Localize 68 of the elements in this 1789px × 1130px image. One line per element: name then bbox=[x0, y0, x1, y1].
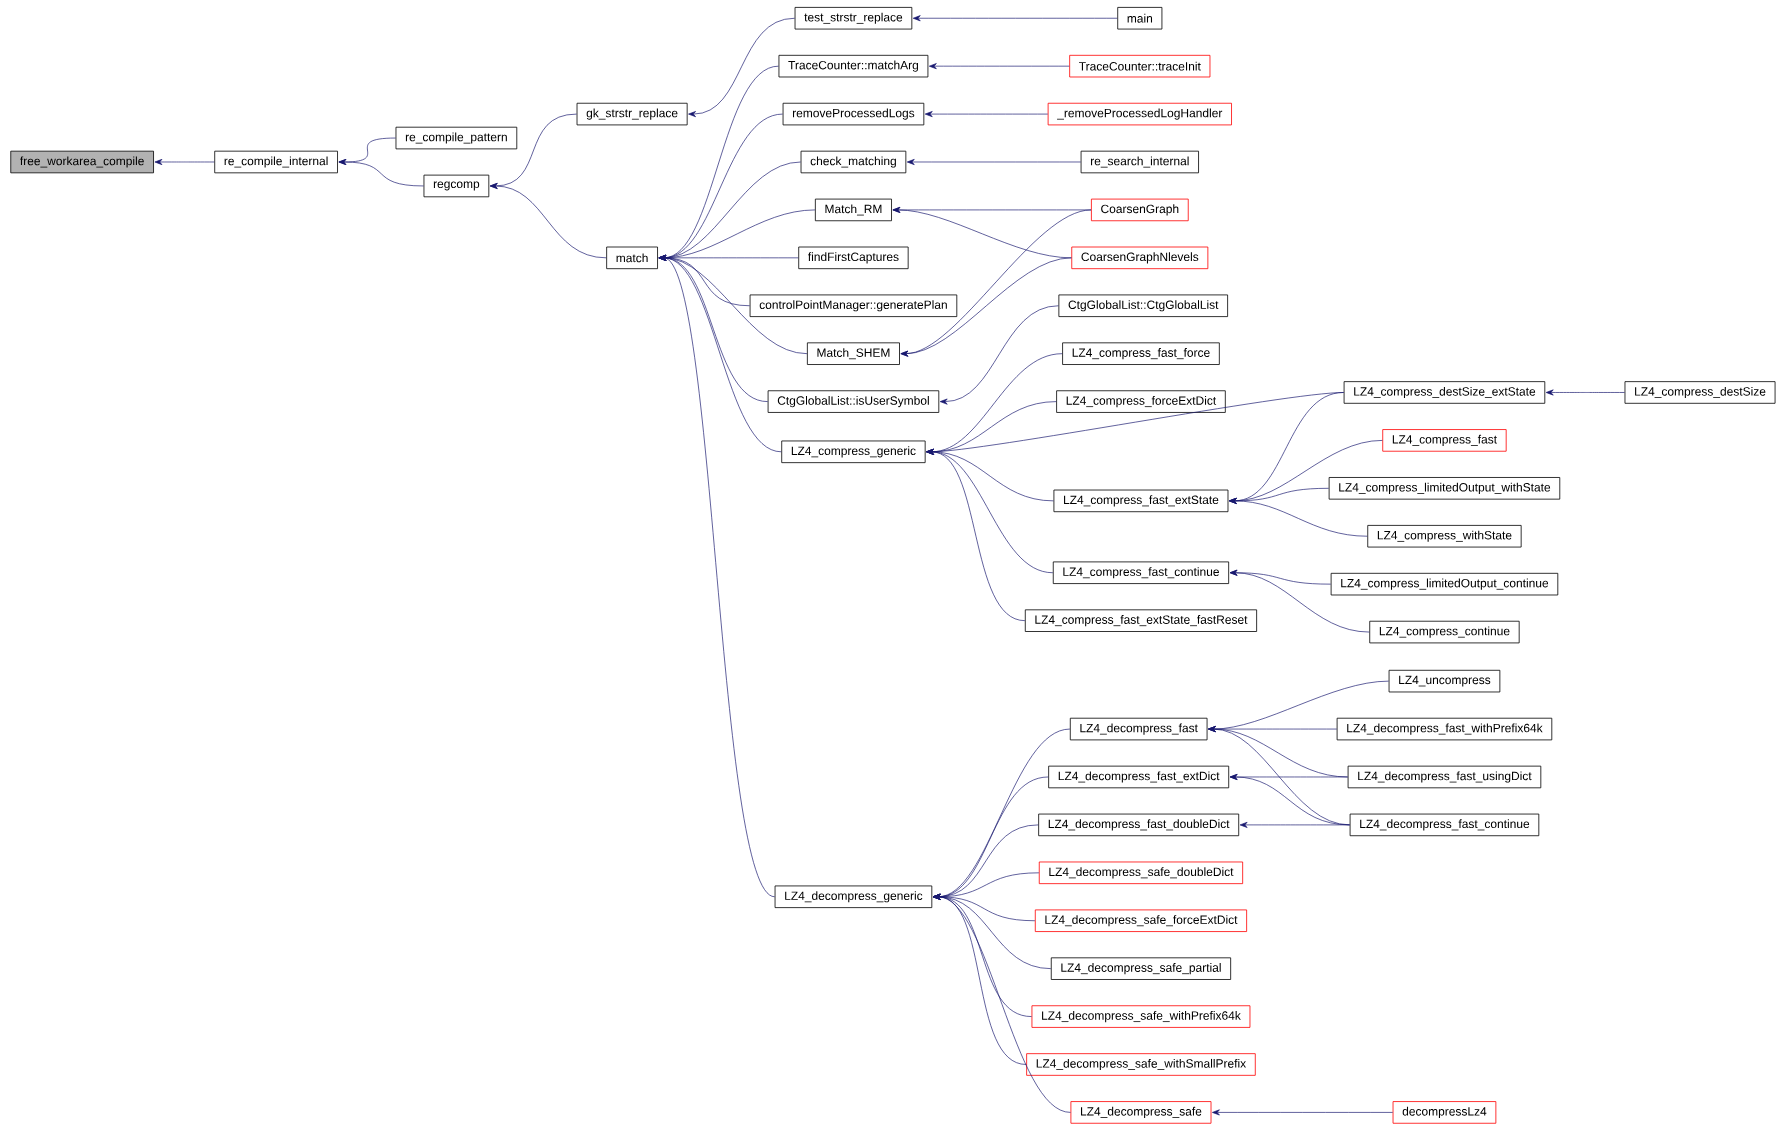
function-box: LZ4_decompress_safe_forceExtDict bbox=[1034, 909, 1248, 933]
arrow bbox=[926, 449, 1026, 622]
function-box: LZ4_uncompress bbox=[1388, 670, 1501, 693]
function-box: LZ4_compress_destSize_extState bbox=[1343, 381, 1546, 404]
function-box: LZ4_compress_limitedOutput_continue bbox=[1330, 573, 1559, 596]
function-box: free_workarea_compile bbox=[10, 151, 154, 174]
function-box: LZ4_decompress_fast_continue bbox=[1349, 813, 1540, 837]
function-box: match bbox=[606, 246, 658, 270]
function-box: re_compile_internal bbox=[214, 151, 338, 174]
function-box: LZ4_decompress_fast_withPrefix64k bbox=[1336, 718, 1553, 741]
arrow bbox=[932, 894, 1071, 1113]
function-box: regcomp bbox=[423, 174, 490, 198]
function-box: LZ4_decompress_safe bbox=[1070, 1101, 1212, 1124]
arrow bbox=[1229, 498, 1368, 537]
function-box: LZ4_compress_fast_continue bbox=[1052, 561, 1230, 585]
function-box: findFirstCaptures bbox=[798, 246, 909, 270]
arrow bbox=[924, 111, 1049, 118]
function-box: Match_RM bbox=[814, 198, 892, 222]
arrow bbox=[912, 15, 1118, 22]
arrow bbox=[906, 159, 1081, 166]
function-box: LZ4_decompress_safe_withPrefix64k bbox=[1031, 1005, 1251, 1029]
function-box: LZ4_decompress_generic bbox=[774, 885, 933, 909]
function-box: TraceCounter::matchArg bbox=[778, 55, 929, 78]
function-box: LZ4_decompress_fast_extDict bbox=[1048, 765, 1230, 789]
function-box: LZ4_decompress_safe_doubleDict bbox=[1038, 861, 1244, 885]
arrow bbox=[1239, 822, 1351, 829]
function-box: gk_strstr_replace bbox=[576, 103, 688, 126]
arrow bbox=[939, 305, 1059, 405]
function-box: LZ4_decompress_fast_doubleDict bbox=[1038, 813, 1240, 837]
function-box: LZ4_decompress_fast_usingDict bbox=[1347, 765, 1542, 789]
function-box: LZ4_decompress_safe_partial bbox=[1050, 957, 1232, 981]
arrow bbox=[1212, 1109, 1393, 1116]
function-box: CoarsenGraph bbox=[1091, 198, 1189, 222]
function-box: decompressLz4 bbox=[1392, 1101, 1497, 1124]
function-box: Match_SHEM bbox=[806, 342, 900, 366]
function-box: LZ4_compress_generic bbox=[781, 440, 926, 464]
function-box: LZ4_compress_fast_extState bbox=[1053, 489, 1229, 513]
arrow bbox=[900, 257, 1072, 357]
arrow bbox=[1229, 570, 1370, 633]
arrow bbox=[489, 183, 607, 259]
arrow bbox=[154, 159, 215, 166]
arrow bbox=[1545, 389, 1625, 396]
arrow bbox=[688, 18, 795, 118]
function-box: removeProcessedLogs bbox=[782, 103, 925, 126]
function-box: check_matching bbox=[800, 151, 907, 174]
function-box: _removeProcessedLogHandler bbox=[1047, 103, 1232, 126]
function-box: LZ4_compress_continue bbox=[1369, 621, 1520, 644]
function-box: LZ4_compress_withState bbox=[1367, 525, 1522, 548]
arrow bbox=[338, 159, 424, 187]
function-box: TraceCounter::traceInit bbox=[1069, 55, 1211, 78]
function-box: controlPointManager::generatePlan bbox=[749, 294, 958, 318]
function-box: LZ4_compress_limitedOutput_withState bbox=[1328, 477, 1561, 500]
function-box: LZ4_compress_fast_extState_fastReset bbox=[1024, 609, 1258, 633]
function-box: LZ4_compress_destSize bbox=[1624, 381, 1776, 404]
function-box: test_strstr_replace bbox=[794, 7, 913, 30]
function-box: CoarsenGraphNlevels bbox=[1071, 246, 1209, 270]
function-box: main bbox=[1117, 7, 1163, 30]
function-box: CtgGlobalList::isUserSymbol bbox=[767, 390, 940, 414]
arrow bbox=[928, 63, 1070, 70]
function-box: CtgGlobalList::CtgGlobalList bbox=[1058, 294, 1228, 318]
function-box: LZ4_compress_forceExtDict bbox=[1056, 390, 1226, 414]
function-box: re_search_internal bbox=[1080, 151, 1199, 174]
function-box: LZ4_decompress_safe_withSmallPrefix bbox=[1026, 1053, 1256, 1076]
function-box: LZ4_decompress_fast bbox=[1069, 718, 1208, 741]
function-box: re_compile_pattern bbox=[395, 127, 518, 150]
function-box: LZ4_compress_fast bbox=[1382, 429, 1507, 452]
function-box: LZ4_compress_fast_force bbox=[1062, 342, 1220, 366]
arrow bbox=[658, 255, 775, 898]
